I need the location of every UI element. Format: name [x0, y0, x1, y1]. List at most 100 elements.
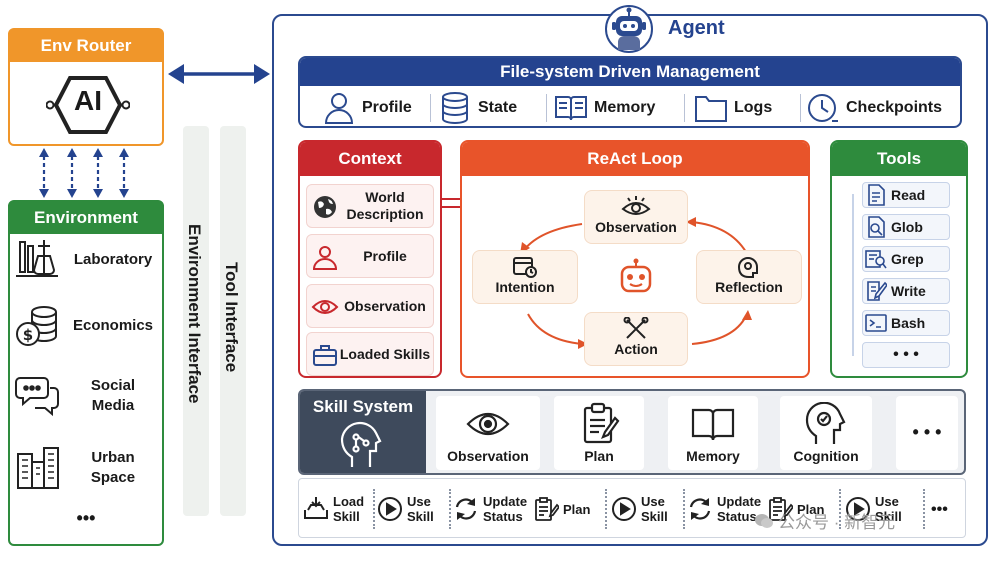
environment-more: ••• — [76, 508, 96, 528]
flow-step-plan: Plan — [767, 485, 827, 533]
flow-step-use-skill: Use Skill — [377, 485, 437, 533]
loop-node-observation: Observation — [584, 190, 688, 244]
environment-interface-bar — [183, 126, 209, 516]
env-item-economics: $ Economics — [10, 296, 162, 356]
refresh-icon — [687, 496, 713, 522]
flow-step-label: Plan — [563, 501, 591, 517]
skill-system-title: Skill System — [312, 397, 414, 416]
flow-divider — [839, 489, 841, 529]
play-icon — [845, 496, 871, 522]
fs-divider — [430, 94, 431, 122]
context-item-loaded-skills: Loaded Skills — [306, 332, 434, 376]
file-search-icon — [865, 216, 887, 238]
tool-item-glob: Glob — [862, 214, 950, 240]
context-item-profile: Profile — [306, 234, 434, 278]
grep-icon — [865, 248, 887, 270]
skill-card-label: Plan — [584, 448, 614, 464]
tool-item-write: Write — [862, 278, 950, 304]
flow-step-label: Update Status — [717, 494, 762, 524]
ai-logo-text: AI — [74, 85, 102, 116]
tool-item-label: Bash — [891, 315, 926, 331]
env-item-label: Laboratory — [73, 251, 153, 268]
tools-title: Tools — [832, 142, 966, 176]
document-icon — [865, 184, 887, 206]
env-item-social-media: Social Media — [10, 366, 162, 426]
flow-step-more: ••• — [931, 485, 948, 533]
env-item-urban-space: Urban Space — [10, 438, 162, 498]
robot-icon — [604, 4, 654, 54]
skill-card-cognition: Cognition — [780, 396, 872, 470]
head-circuit-icon — [338, 421, 388, 469]
clock-icon — [806, 91, 840, 125]
fs-item-label: Memory — [594, 99, 656, 116]
tool-interface-label: Tool Interface — [222, 262, 241, 373]
environment-title: Environment — [10, 202, 162, 234]
play-icon — [611, 496, 637, 522]
play-icon — [377, 496, 403, 522]
flow-divider — [449, 489, 451, 529]
tool-item-label: Read — [891, 187, 926, 203]
tool-item-read: Read — [862, 182, 950, 208]
tool-interface-bar — [220, 126, 246, 516]
watermark-text: 公众号 · 新智元 — [778, 513, 896, 532]
router-env-arrows — [30, 146, 140, 200]
flow-step-label: Use Skill — [875, 494, 902, 524]
flow-step-update-status: Update Status — [687, 485, 763, 533]
watermark: 公众号 · 新智元 — [754, 508, 895, 534]
env-router-title: Env Router — [10, 30, 162, 62]
tool-item-label: Write — [891, 283, 926, 299]
skill-more: • • • — [912, 422, 942, 442]
react-loop-panel: ReAct Loop Observation — [460, 140, 810, 378]
env-item-laboratory: Laboratory — [10, 230, 162, 290]
context-panel: Context World Description Profile Observ… — [298, 140, 442, 378]
skill-card-plan: Plan — [554, 396, 644, 470]
loop-node-action: Action — [584, 312, 688, 366]
flow-divider — [683, 489, 685, 529]
book-icon — [554, 91, 588, 125]
tool-item-label: Glob — [891, 219, 923, 235]
react-loop-title: ReAct Loop — [462, 142, 808, 176]
env-item-label: Urban Space — [90, 449, 136, 486]
tools-more: • • • — [893, 346, 919, 363]
svg-text:$: $ — [23, 326, 33, 344]
flow-step-label: Use Skill — [641, 494, 668, 524]
environment-interface-label: Environment Interface — [185, 224, 204, 404]
fs-item-label: Logs — [734, 99, 773, 116]
wechat-icon — [754, 513, 774, 534]
skill-system-header: Skill System — [300, 391, 426, 473]
flow-step-label: Use Skill — [407, 494, 434, 524]
fs-item-profile: Profile — [322, 88, 412, 126]
fs-item-state: State — [438, 88, 517, 126]
context-item-label: Profile — [363, 247, 407, 264]
flow-divider — [605, 489, 607, 529]
loop-node-reflection: Reflection — [696, 250, 802, 304]
profile-icon — [322, 91, 356, 125]
flow-more: ••• — [931, 500, 948, 518]
flow-step-load-skill: Load Skill — [303, 485, 367, 533]
globe-icon — [311, 193, 339, 221]
router-agent-arrow — [168, 62, 270, 86]
loop-robot-icon — [616, 258, 656, 298]
fs-item-label: Checkpoints — [846, 99, 943, 116]
flow-divider — [373, 489, 375, 529]
tool-item-bash: Bash — [862, 310, 950, 336]
context-item-label: Loaded Skills — [339, 345, 431, 362]
flow-divider — [923, 489, 925, 529]
skill-card-more: • • • — [896, 396, 958, 470]
clipboard-icon — [577, 402, 621, 446]
fs-item-memory: Memory — [554, 88, 656, 126]
loop-node-label: Observation — [595, 219, 677, 235]
eye-icon — [466, 402, 510, 446]
toolbox-icon — [311, 341, 339, 369]
skill-card-label: Observation — [447, 448, 529, 464]
refresh-icon — [453, 496, 479, 522]
env-item-label: Social Media — [90, 377, 136, 414]
skill-card-label: Memory — [686, 448, 740, 464]
skill-card-memory: Memory — [668, 396, 758, 470]
book-icon — [691, 402, 735, 446]
env-router-panel: Env Router AI — [8, 28, 164, 146]
fs-item-label: Profile — [362, 99, 412, 116]
tool-item-grep: Grep — [862, 246, 950, 272]
flow-step-update-status: Update Status — [453, 485, 529, 533]
urban-space-icon — [14, 444, 62, 492]
